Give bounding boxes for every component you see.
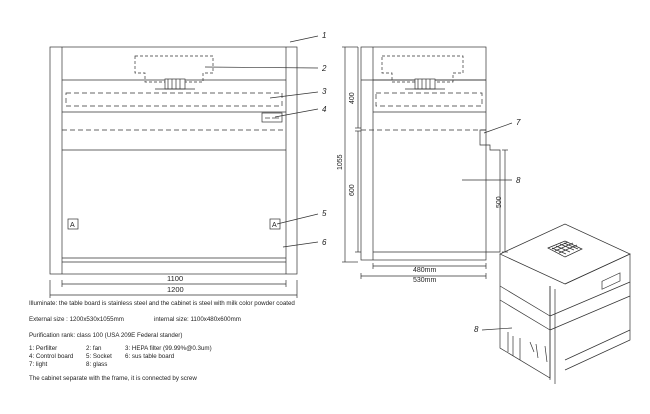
- dim-side-inner-depth: 480mm: [413, 267, 437, 274]
- socket-icon: A: [272, 222, 277, 229]
- part-6: 6: sus table board: [125, 353, 175, 360]
- callout-4: 4: [322, 105, 327, 114]
- callout-leaders: [204, 35, 513, 331]
- callout-1: 1: [322, 31, 326, 40]
- dim-side-height-total: 1055: [337, 154, 344, 170]
- dim-front-inner-width: 1100: [167, 274, 183, 283]
- side-view: [342, 46, 508, 279]
- callout-7: 7: [516, 118, 521, 127]
- callout-8-side: 8: [516, 176, 521, 185]
- part-5: 5: Socket: [86, 353, 112, 360]
- front-view: [49, 46, 298, 298]
- note-purification: Purification rank: class 100 (USA 209E F…: [29, 332, 183, 339]
- dim-front-outer-width: 1200: [167, 285, 184, 294]
- note-external-size: External size : 1200x530x1055mm: [29, 316, 124, 323]
- callout-3: 3: [322, 87, 327, 96]
- isometric-view: [499, 223, 631, 384]
- dim-side-height-top: 400: [349, 92, 356, 104]
- callout-2: 2: [321, 64, 327, 73]
- dim-side-height-inner: 500: [496, 196, 503, 208]
- dim-side-outer-depth: 530mm: [413, 277, 437, 284]
- callout-5: 5: [322, 209, 327, 218]
- part-7: 7: light: [29, 361, 48, 368]
- part-8: 8: glass: [86, 361, 108, 368]
- part-2: 2: fan: [86, 345, 102, 352]
- note-illuminate: Illuminate: the table board is stainless…: [29, 300, 295, 307]
- note-separate: The cabinet separate with the frame, it …: [29, 375, 197, 382]
- dim-side-height-bottom: 600: [349, 184, 356, 196]
- callout-8-iso: 8: [474, 325, 479, 334]
- socket-icon: A: [70, 222, 75, 229]
- callout-6: 6: [322, 238, 327, 247]
- note-internal-size: internal size: 1100x480x600mm: [154, 316, 241, 323]
- part-4: 4: Control board: [29, 353, 74, 360]
- part-1: 1: Perfilter: [29, 345, 58, 352]
- part-3: 3: HEPA filter (99.99%@0.3um): [125, 345, 212, 352]
